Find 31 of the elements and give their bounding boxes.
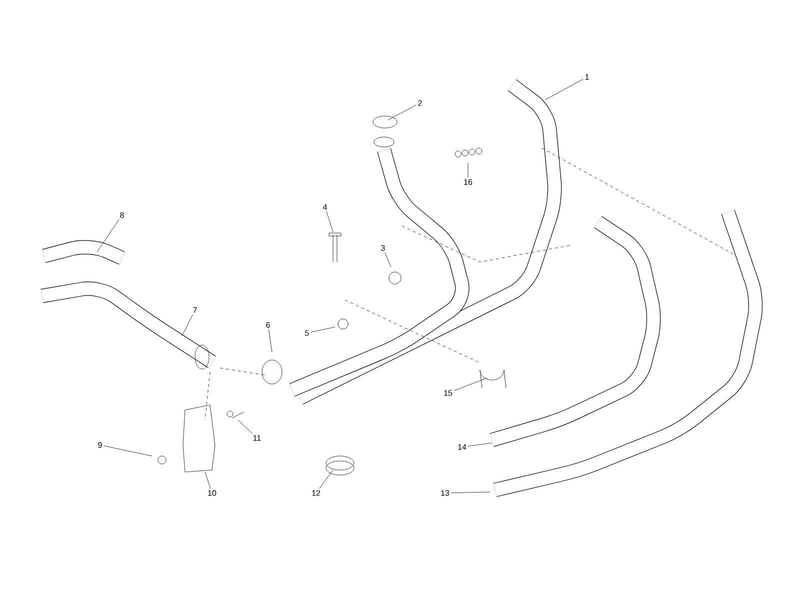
leader-line [182, 314, 193, 336]
callout-number: 10 [208, 490, 216, 496]
callout-number: 6 [266, 322, 270, 328]
leader-line [468, 442, 492, 446]
leader-line [268, 329, 272, 352]
callout-number: 14 [458, 444, 466, 450]
callout-number: 4 [322, 204, 327, 210]
callout-number: 11 [253, 435, 261, 441]
leader-line [310, 326, 336, 332]
leader-line [388, 104, 416, 120]
leader-line [319, 470, 334, 489]
callout-number: 13 [441, 490, 450, 496]
leader-line [96, 219, 120, 252]
callout-number: 16 [464, 179, 472, 185]
callout-number: 2 [418, 100, 422, 106]
leader-line [450, 492, 490, 494]
callout-number: 12 [312, 490, 320, 496]
callout-number: 1 [585, 74, 589, 80]
callout-number: 15 [444, 390, 452, 396]
callout-number: 9 [98, 442, 102, 448]
callout-number: 8 [120, 212, 124, 218]
leader-line [238, 420, 252, 434]
leader-line [454, 378, 488, 391]
callout-number: 5 [305, 330, 309, 336]
callout-number: 3 [381, 245, 385, 251]
leader-line [204, 472, 211, 489]
leader-line [104, 446, 152, 456]
leader-line [544, 78, 584, 100]
callout-number: 7 [193, 307, 197, 313]
leader-line [384, 252, 392, 268]
leader-line [326, 211, 334, 232]
